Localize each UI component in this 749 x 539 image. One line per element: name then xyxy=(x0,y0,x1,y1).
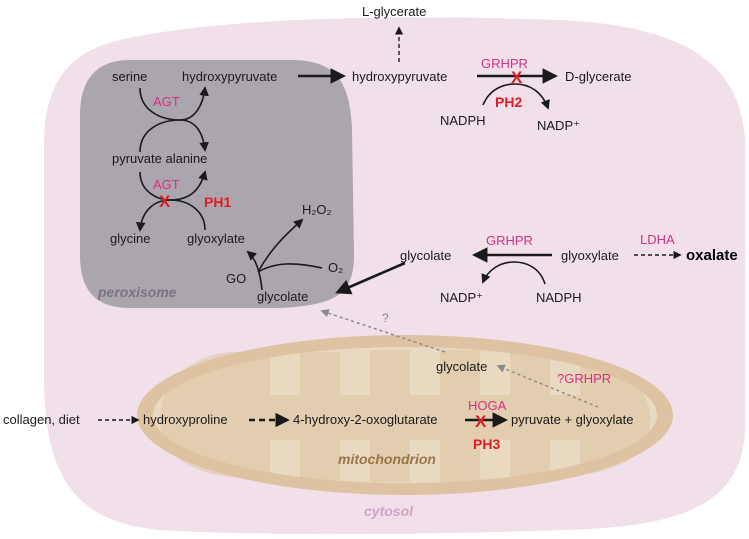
grhpr-enzyme-top: GRHPR xyxy=(481,56,528,71)
arrow-glycolate-import xyxy=(335,261,406,295)
hydroxyproline: hydroxyproline xyxy=(143,412,228,427)
glycine: glycine xyxy=(110,231,150,246)
collagen-diet: collagen, diet xyxy=(3,412,80,427)
nadph-mid: NADPH xyxy=(536,290,582,305)
agt-enzyme-bottom: AGT xyxy=(153,177,180,192)
serine: serine xyxy=(112,69,147,84)
d-glycerate: D-glycerate xyxy=(565,69,631,84)
agt-enzyme-top: AGT xyxy=(153,94,180,109)
go-arrow-to-h2o2 xyxy=(257,218,304,273)
grhpr-mito-enzyme: ?GRHPR xyxy=(557,371,611,386)
o2: O₂ xyxy=(328,260,343,275)
peroxisome-region xyxy=(80,60,354,308)
arrow-glyoxylate-to-mito-glycolate xyxy=(496,364,599,408)
mitochondrion-region xyxy=(137,335,673,495)
hydroxypyruvate-peroxisome: hydroxypyruvate xyxy=(182,69,277,84)
l-glycerate: L-glycerate xyxy=(362,4,426,19)
mitochondrion-label: mitochondrion xyxy=(338,451,436,467)
ph3-block-mark: X xyxy=(475,412,487,431)
glyoxylate-cytosol: glyoxylate xyxy=(561,248,619,263)
glycolate-mitochondrion: glycolate xyxy=(436,359,487,374)
peroxisome-label: peroxisome xyxy=(97,284,177,300)
oxalate: oxalate xyxy=(686,247,738,264)
nadp-top: NADP⁺ xyxy=(537,118,580,133)
go-o2-input xyxy=(257,263,323,273)
hydroxypyruvate-cytosol: hydroxypyruvate xyxy=(352,69,447,84)
hoga-enzyme: HOGA xyxy=(468,398,507,413)
agt-arrow-top-right xyxy=(139,119,209,153)
ph3-label: PH3 xyxy=(473,436,500,452)
glycolate-cytosol: glycolate xyxy=(400,248,451,263)
ph1-block-mark: X xyxy=(159,192,171,211)
nadph-cofactor-arc-mid xyxy=(481,261,546,285)
nadp-mid: NADP⁺ xyxy=(440,290,483,305)
cytosol-label: cytosol xyxy=(364,503,414,519)
glycolate-peroxisome: glycolate xyxy=(257,289,308,304)
4-hydroxy-2-oxoglutarate: 4-hydroxy-2-oxoglutarate xyxy=(293,412,438,427)
ph1-label: PH1 xyxy=(204,194,231,210)
agt-arrow-bottom-right xyxy=(135,199,206,232)
unknown-transport-mark: ? xyxy=(382,311,389,325)
pyruvate-alanine: pyruvate alanine xyxy=(112,151,207,166)
arrow-mito-glycolate-export xyxy=(320,309,446,353)
ldha-enzyme: LDHA xyxy=(640,232,675,247)
ph2-block-mark: X xyxy=(511,68,523,87)
glyoxylate-peroxisome: glyoxylate xyxy=(187,231,245,246)
go-arrow-to-glyoxylate xyxy=(246,250,263,291)
nadph-top: NADPH xyxy=(440,113,486,128)
go-enzyme: GO xyxy=(226,271,246,286)
pyruvate-plus-glyoxylate: pyruvate + glyoxylate xyxy=(511,412,633,427)
h2o2: H₂O₂ xyxy=(302,202,332,217)
ph2-label: PH2 xyxy=(495,94,522,110)
grhpr-enzyme-mid: GRHPR xyxy=(486,233,533,248)
nadph-cofactor-arc-top xyxy=(482,83,550,110)
